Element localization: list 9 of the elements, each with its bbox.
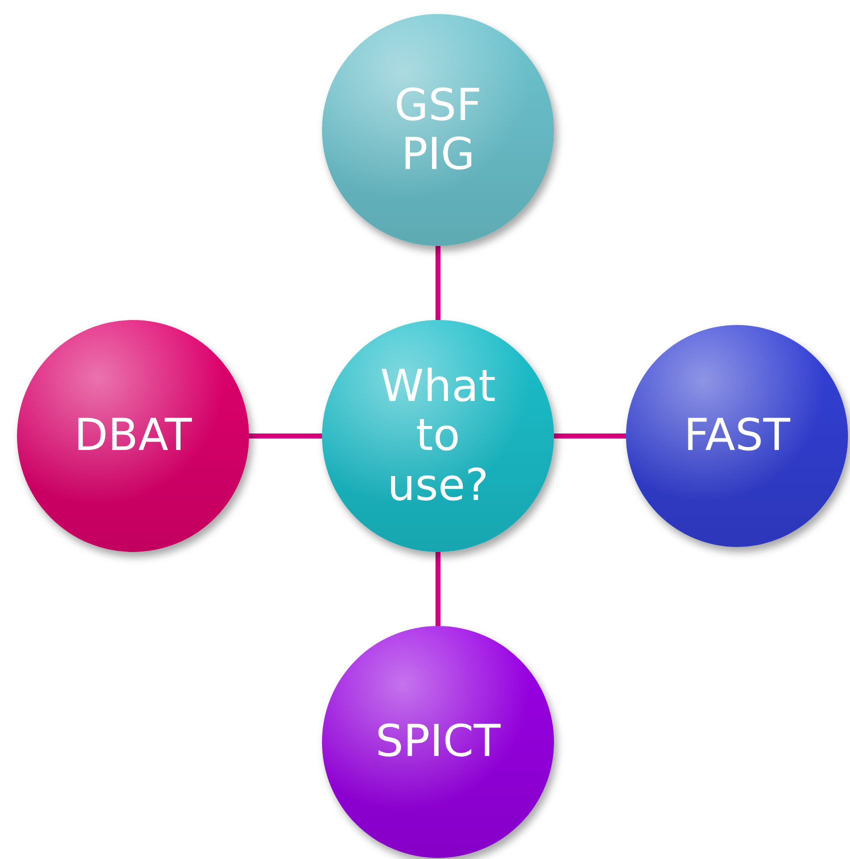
- node-label: GSF PIG: [393, 80, 483, 180]
- connector-line: [249, 434, 322, 438]
- connector-line: [436, 552, 440, 626]
- connector-line: [436, 246, 440, 320]
- connector-line: [554, 434, 626, 438]
- node-label: DBAT: [73, 411, 193, 461]
- node-label: SPICT: [374, 717, 502, 767]
- node-label: What to use?: [379, 362, 497, 510]
- node-label: FAST: [682, 411, 792, 461]
